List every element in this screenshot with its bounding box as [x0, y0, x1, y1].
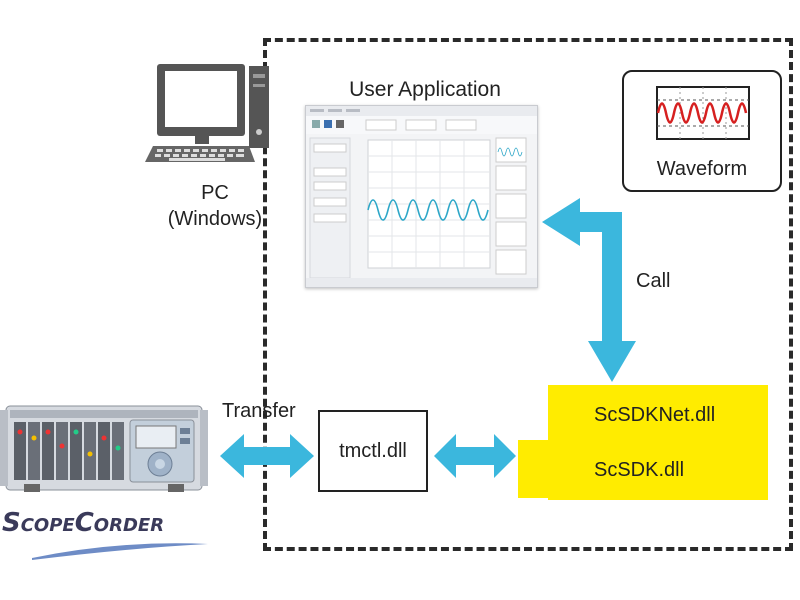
pc-label-line2: (Windows)	[167, 208, 263, 230]
scopecorder-logo-swoosh	[32, 543, 208, 560]
tmctl-sdk-arrow	[434, 434, 516, 478]
pc-icon	[145, 64, 269, 162]
pc-label: PC (Windows)	[140, 180, 290, 232]
tmctl-dll-box: tmctl.dll	[318, 410, 428, 492]
scopecorder-device-image	[0, 405, 208, 492]
scsdknet-dll-label: ScSDKNet.dll	[594, 404, 716, 426]
software-boundary-frame	[263, 38, 793, 551]
waveform-box: Waveform	[622, 70, 782, 192]
tmctl-dll-label: tmctl.dll	[339, 439, 407, 462]
scsdk-dll-block	[518, 440, 768, 498]
scsdk-dll-label: ScSDK.dll	[594, 459, 685, 481]
call-arrow	[542, 198, 636, 382]
pc-label-line1: PC	[201, 182, 229, 204]
waveform-icon	[656, 86, 750, 140]
call-label: Call	[636, 270, 671, 292]
user-application-title: User Application	[349, 78, 501, 101]
waveform-label: Waveform	[656, 158, 748, 180]
scopecorder-logo: ScopeCorder	[2, 508, 164, 538]
transfer-arrow	[220, 434, 314, 478]
user-application-screenshot	[306, 106, 537, 287]
scopecorder-logo-text: ScopeCorder	[2, 508, 165, 538]
transfer-label: Transfer	[222, 400, 296, 422]
user-application-window	[305, 105, 538, 288]
